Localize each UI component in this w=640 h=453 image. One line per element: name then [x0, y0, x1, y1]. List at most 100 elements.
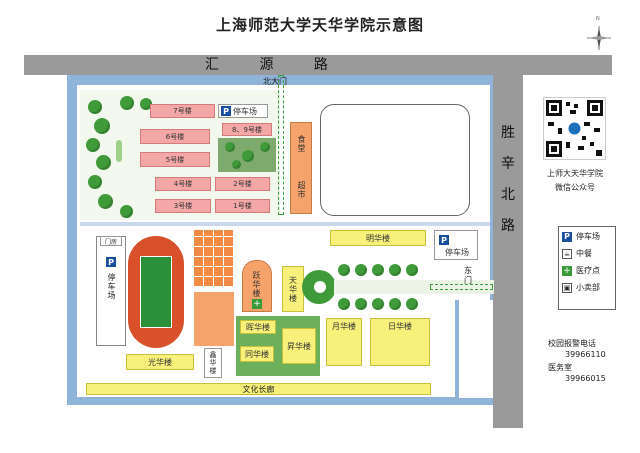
yuehua2-building[interactable]: 月华楼	[326, 318, 362, 366]
north-road	[24, 55, 612, 75]
tree	[355, 264, 367, 276]
tree	[355, 298, 367, 310]
xinhua-building[interactable]: 鑫华楼	[204, 348, 222, 378]
tree	[120, 205, 133, 218]
canteen[interactable]: 食堂 超市	[290, 122, 312, 214]
east-avenue	[334, 280, 494, 294]
medical-icon: +	[252, 299, 262, 309]
building-5[interactable]: 5号楼	[140, 152, 210, 167]
football-field	[140, 256, 172, 328]
parking-right[interactable]: P 停车场	[434, 230, 478, 260]
east-road-label: 胜 辛 北 路	[493, 118, 523, 242]
sports-field	[320, 104, 470, 216]
qr-code[interactable]	[543, 97, 606, 160]
yuehua-building[interactable]: 跃华楼 +	[242, 260, 272, 312]
police-label: 校园报警电话	[548, 339, 596, 348]
minghua-building[interactable]: 明华楼	[330, 230, 426, 246]
qr-caption-1: 上师大天华学院	[547, 169, 603, 178]
tianhua-building[interactable]: 天华楼	[282, 266, 304, 312]
tree	[372, 298, 384, 310]
legend-item-parking: P 停车场	[562, 231, 612, 242]
medical-label: 医务室	[548, 363, 572, 372]
north-gate-path	[278, 75, 284, 215]
tree	[88, 175, 102, 189]
parking-left[interactable]: P 停车场	[96, 236, 126, 346]
compass-north-label: N	[596, 16, 600, 22]
building-7[interactable]: 7号楼	[150, 104, 215, 118]
tennis-court[interactable]	[194, 292, 234, 346]
police-number: 39966110	[565, 350, 606, 359]
guardroom: 门房	[100, 236, 122, 246]
parking-right-label: 停车场	[445, 248, 469, 257]
parking-icon: P	[106, 257, 116, 267]
yuehua2-label: 月华楼	[332, 322, 356, 331]
parking-top-label: 停车场	[233, 106, 257, 116]
supermarket-label: 超市	[297, 181, 306, 199]
tree	[140, 98, 152, 110]
legend-label: 医疗点	[576, 266, 600, 275]
east-gate-label: 东 门	[464, 266, 472, 286]
parking-icon: P	[562, 231, 572, 242]
qr-caption-2: 微信公众号	[555, 183, 595, 192]
east-road	[493, 75, 523, 428]
rihua-building[interactable]: 日华楼	[370, 318, 430, 366]
medical-icon: +	[562, 265, 572, 276]
map-title: 上海师范大学天华学院示意图	[215, 16, 424, 34]
yuehua-label: 跃华楼	[252, 271, 261, 298]
north-gate-label: 北大门	[263, 77, 287, 86]
tree	[98, 194, 113, 209]
east-road-char: 路	[501, 218, 515, 234]
tonghua-building[interactable]: 同华楼	[240, 346, 274, 362]
east-gate-path	[430, 284, 493, 290]
building-4[interactable]: 4号楼	[155, 177, 211, 191]
east-road-char: 北	[501, 187, 515, 203]
medical-number: 39966015	[565, 374, 606, 383]
tianhua-label: 天华楼	[288, 275, 298, 303]
tree	[88, 100, 102, 114]
building-6[interactable]: 6号楼	[140, 129, 210, 144]
parking-left-label: 停车场	[107, 273, 116, 300]
tree	[94, 118, 110, 134]
tree	[260, 142, 270, 152]
legend: P 停车场 ☕ 中餐 + 医疗点 ▣ 小卖部	[558, 226, 616, 310]
shop-icon: ▣	[562, 282, 572, 293]
guanghua-building[interactable]: 光华楼	[126, 354, 194, 370]
tree	[372, 264, 384, 276]
building-2[interactable]: 2号楼	[215, 177, 270, 191]
east-lot	[455, 300, 493, 398]
building-1[interactable]: 1号楼	[215, 199, 270, 213]
tree	[406, 298, 418, 310]
tree	[86, 138, 100, 152]
building-3[interactable]: 3号楼	[155, 199, 211, 213]
canteen-label: 食堂	[297, 135, 306, 153]
inner-road	[80, 222, 490, 226]
legend-item-dining: ☕ 中餐	[562, 248, 612, 259]
building-8-9[interactable]: 8、9号楼	[222, 123, 272, 136]
rihua-label: 日华楼	[388, 322, 412, 331]
tree	[242, 150, 254, 162]
tree	[389, 264, 401, 276]
huihua-building[interactable]: 晖华楼	[240, 320, 276, 334]
legend-label: 中餐	[576, 249, 592, 258]
basketball-courts[interactable]	[194, 230, 234, 286]
compass-icon: N	[586, 16, 612, 52]
tree	[406, 264, 418, 276]
east-road-char: 辛	[501, 156, 515, 172]
parking-top[interactable]: P 停车场	[218, 104, 268, 118]
tree	[232, 160, 241, 169]
culture-corridor[interactable]: 文化长廊	[86, 383, 431, 395]
tree	[389, 298, 401, 310]
tree	[225, 142, 235, 152]
shenghua-building[interactable]: 昇华楼	[282, 328, 316, 364]
east-gate-char: 东	[464, 266, 472, 275]
plaza-center	[314, 281, 326, 293]
tree	[96, 155, 111, 170]
xinhua-label: 鑫华楼	[209, 351, 217, 375]
parking-icon: P	[439, 235, 449, 245]
east-gate-char: 门	[464, 276, 472, 285]
corridor-label: 文化长廊	[242, 384, 275, 394]
parking-icon: P	[221, 106, 231, 116]
legend-item-medical: + 医疗点	[562, 265, 612, 276]
legend-label: 停车场	[576, 232, 600, 241]
legend-item-shop: ▣ 小卖部	[562, 282, 612, 293]
